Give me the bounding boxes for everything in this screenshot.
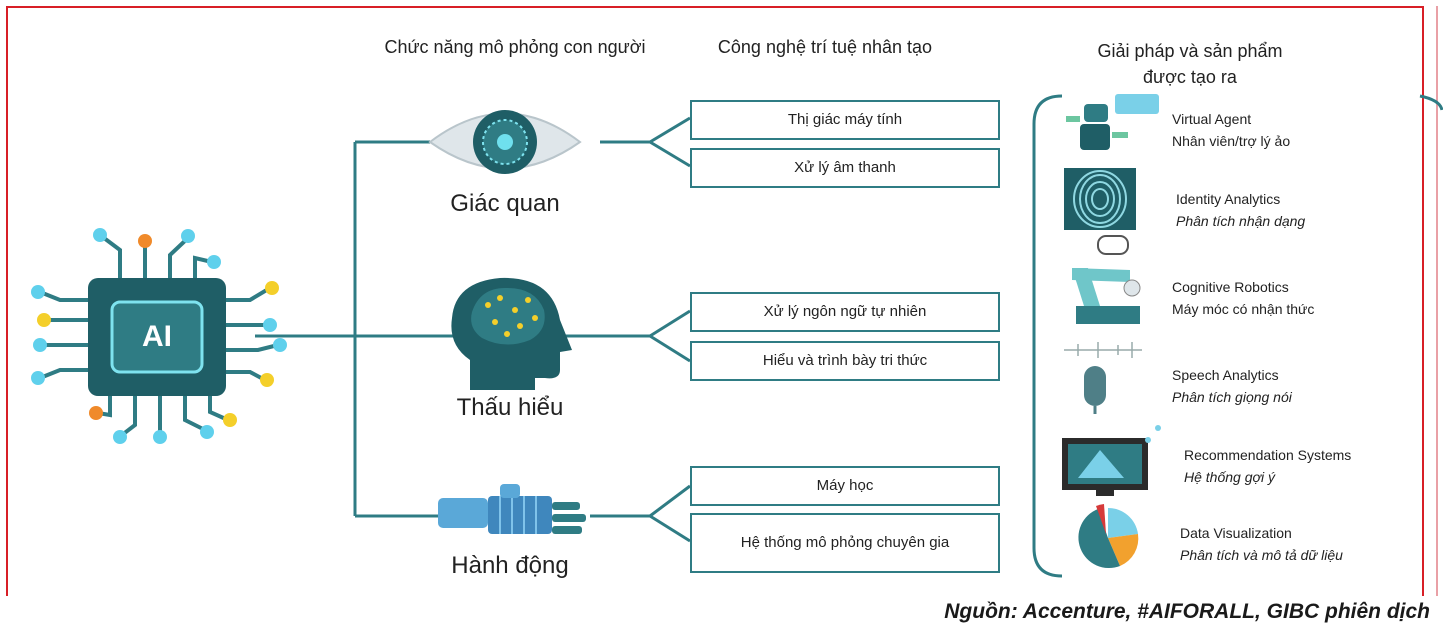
robot-chat-icon bbox=[1066, 94, 1159, 150]
head-brain-icon bbox=[451, 277, 572, 390]
product-identity-analytics: Identity Analytics Phân tích nhận dạng bbox=[1176, 188, 1416, 232]
product-cognitive-robotics: Cognitive Robotics Máy móc có nhận thức bbox=[1172, 276, 1412, 320]
product-vi: Máy móc có nhận thức bbox=[1172, 301, 1315, 317]
product-virtual-agent: Virtual Agent Nhân viên/trợ lý ảo bbox=[1172, 108, 1412, 152]
tech-box-machine-learning: Máy học bbox=[690, 466, 1000, 506]
header-solutions: Giải pháp và sản phẩm được tạo ra bbox=[1097, 41, 1283, 87]
tech-box-computer-vision: Thị giác máy tính bbox=[690, 100, 1000, 140]
product-vi: Hệ thống gợi ý bbox=[1184, 469, 1275, 485]
ai-chip-icon bbox=[31, 228, 287, 444]
header-technologies: Công nghệ trí tuệ nhân tạo bbox=[717, 37, 933, 57]
product-en: Virtual Agent bbox=[1172, 111, 1252, 127]
product-vi: Phân tích và mô tả dữ liệu bbox=[1180, 547, 1343, 563]
product-vi: Phân tích nhận dạng bbox=[1176, 213, 1306, 229]
product-en: Identity Analytics bbox=[1176, 191, 1281, 207]
product-data-visualization: Data Visualization Phân tích và mô tả dữ… bbox=[1180, 522, 1425, 566]
monitor-icon bbox=[1062, 425, 1161, 496]
connector-lines bbox=[255, 94, 1443, 578]
product-en: Data Visualization bbox=[1180, 525, 1292, 541]
product-vi: Phân tích giọng nói bbox=[1172, 389, 1292, 405]
tech-box-knowledge-representation: Hiểu và trình bày tri thức bbox=[690, 341, 1000, 381]
tech-box-audio-processing: Xử lý âm thanh bbox=[690, 148, 1000, 188]
tech-box-expert-systems: Hệ thống mô phỏng chuyên gia bbox=[690, 513, 1000, 573]
function-label-action: Hành động bbox=[451, 552, 569, 579]
pie-chart-icon bbox=[1078, 504, 1139, 569]
microphone-icon bbox=[1064, 342, 1142, 414]
product-en: Cognitive Robotics bbox=[1172, 279, 1289, 295]
product-en: Recommendation Systems bbox=[1184, 447, 1352, 463]
robot-hand-icon bbox=[438, 484, 586, 534]
function-label-understanding: Thấu hiểu bbox=[456, 394, 564, 421]
fingerprint-icon bbox=[1064, 168, 1136, 230]
tech-box-nlp: Xử lý ngôn ngữ tự nhiên bbox=[690, 292, 1000, 332]
product-speech-analytics: Speech Analytics Phân tích giọng nói bbox=[1172, 364, 1412, 408]
header-functions: Chức năng mô phỏng con người bbox=[384, 37, 646, 57]
product-recommendation-systems: Recommendation Systems Hệ thống gợi ý bbox=[1184, 444, 1429, 488]
function-label-senses: Giác quan bbox=[450, 190, 560, 217]
robot-arm-icon bbox=[1072, 235, 1141, 324]
product-en: Speech Analytics bbox=[1172, 367, 1279, 383]
frame-right-edge bbox=[1436, 6, 1438, 596]
product-vi: Nhân viên/trợ lý ảo bbox=[1172, 133, 1291, 149]
outer-frame bbox=[6, 6, 1424, 596]
eye-icon bbox=[428, 110, 582, 174]
chip-label: AI bbox=[142, 320, 172, 353]
source-caption: Nguồn: Accenture, #AIFORALL, GIBC phiên … bbox=[944, 600, 1430, 623]
